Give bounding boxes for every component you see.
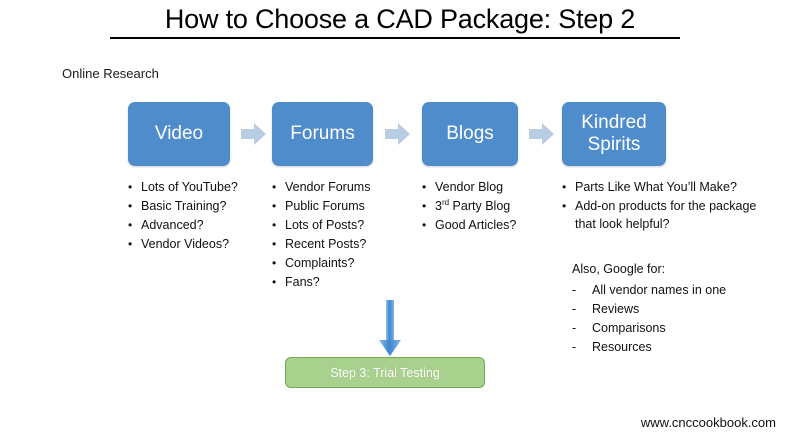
process-box-blogs[interactable]: Blogs	[422, 102, 518, 166]
list-item: • Vendor Blog	[422, 178, 557, 196]
list-item-label: Public Forums	[285, 199, 365, 213]
list-item-label: Add-on products for the package that loo…	[575, 199, 760, 231]
bullet-marker: •	[128, 218, 133, 232]
list-item-label: Parts Like What You’ll Make?	[575, 180, 737, 194]
list-item-label: Lots of Posts?	[285, 218, 365, 232]
bullet-marker: •	[272, 180, 277, 194]
list-item: • Fans?	[272, 273, 417, 291]
dash-marker: -	[572, 340, 577, 354]
list-item: - Reviews	[572, 300, 787, 319]
list-item-label: Recent Posts?	[285, 237, 367, 251]
list-item-label: All vendor names in one	[592, 283, 727, 297]
list-item-label: Resources	[592, 340, 652, 354]
dash-marker: -	[572, 283, 577, 297]
list-item-label: Basic Training?	[141, 199, 227, 213]
list-item-label: Vendor Forums	[285, 180, 371, 194]
dash-marker: -	[572, 302, 577, 316]
google-for-block: Also, Google for: - All vendor names in …	[572, 260, 787, 357]
bullet-marker: •	[272, 237, 277, 251]
list-item: • Add-on products for the package that l…	[562, 197, 777, 233]
list-item: • Advanced?	[128, 216, 268, 234]
list-item: • Lots of Posts?	[272, 216, 417, 234]
list-item: - Resources	[572, 338, 787, 357]
next-step-box[interactable]: Step 3: Trial Testing	[285, 357, 485, 388]
list-item: - All vendor names in one	[572, 281, 787, 300]
list-item: - Comparisons	[572, 319, 787, 338]
bullet-column-forums: • Vendor Forums • Public Forums • Lots o…	[272, 178, 417, 292]
process-box-kindred-spirits[interactable]: Kindred Spirits	[562, 102, 666, 166]
next-step-label: Step 3: Trial Testing	[330, 365, 440, 380]
down-arrow-icon	[372, 300, 408, 358]
process-box-label: Video	[154, 122, 204, 144]
bullet-column-video: • Lots of YouTube? • Basic Training? • A…	[128, 178, 268, 254]
process-box-label: Blogs	[446, 122, 494, 144]
bullet-marker: •	[422, 180, 427, 194]
list-item: • Good Articles?	[422, 216, 557, 234]
bullet-marker: •	[272, 256, 277, 270]
google-for-title: Also, Google for:	[572, 262, 666, 276]
chevron-right-arrow-icon	[528, 120, 556, 148]
list-item-label: Lots of YouTube?	[141, 180, 238, 194]
section-label: Online Research	[62, 66, 159, 81]
list-item: • Public Forums	[272, 197, 417, 215]
chevron-right-arrow-icon	[240, 120, 268, 148]
list-item: • Complaints?	[272, 254, 417, 272]
bullet-marker: •	[128, 180, 133, 194]
process-box-label: Forums	[290, 122, 355, 144]
chevron-right-arrow-icon	[384, 120, 412, 148]
bullet-marker: •	[562, 199, 567, 213]
process-box-video[interactable]: Video	[128, 102, 230, 166]
list-item-label: Vendor Videos?	[141, 237, 230, 251]
bullet-marker: •	[562, 180, 567, 194]
bullet-marker: •	[128, 237, 133, 251]
bullet-marker: •	[422, 199, 427, 213]
list-item-label: Complaints?	[285, 256, 355, 270]
bullet-column-blogs: • Vendor Blog • 3rd Party Blog • Good Ar…	[422, 178, 557, 235]
list-item-label: Advanced?	[141, 218, 204, 232]
list-item-label: Reviews	[592, 302, 640, 316]
bullet-marker: •	[422, 218, 427, 232]
bullet-column-kindred-spirits: • Parts Like What You’ll Make? • Add-on …	[562, 178, 777, 234]
process-box-forums[interactable]: Forums	[272, 102, 373, 166]
list-item: • Vendor Videos?	[128, 235, 268, 253]
list-item-label: Comparisons	[592, 321, 666, 335]
footer-url: www.cnccookbook.com	[640, 415, 776, 430]
list-item: • Lots of YouTube?	[128, 178, 268, 196]
list-item-label: Vendor Blog	[435, 180, 504, 194]
bullet-marker: •	[128, 199, 133, 213]
title-underline	[110, 37, 680, 39]
page-title: How to Choose a CAD Package: Step 2	[164, 4, 636, 34]
process-box-label: Kindred Spirits	[581, 111, 647, 155]
bullet-marker: •	[272, 199, 277, 213]
list-item-label: Fans?	[285, 275, 320, 289]
dash-marker: -	[572, 321, 577, 335]
list-item-label: Good Articles?	[435, 218, 517, 232]
list-item: • 3rd Party Blog	[422, 197, 557, 215]
bullet-marker: •	[272, 275, 277, 289]
list-item: • Basic Training?	[128, 197, 268, 215]
list-item-label: 3rd Party Blog	[435, 197, 511, 213]
list-item: • Parts Like What You’ll Make?	[562, 178, 777, 196]
list-item: • Recent Posts?	[272, 235, 417, 253]
bullet-marker: •	[272, 218, 277, 232]
list-item: • Vendor Forums	[272, 178, 417, 196]
